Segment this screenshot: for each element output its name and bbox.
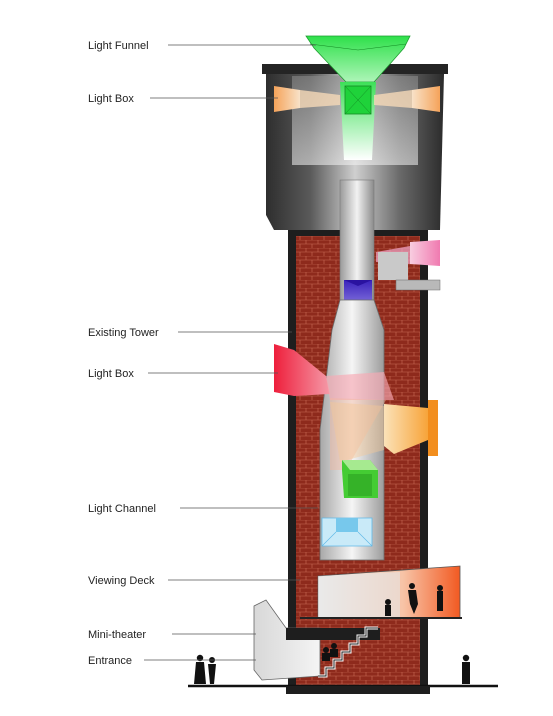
label-existing-tower: Existing Tower [88, 327, 159, 339]
light-box-top-left [274, 86, 340, 112]
light-box-yellow [330, 400, 438, 462]
label-mini-theater: Mini-theater [88, 629, 146, 641]
light-box-pink [376, 240, 441, 291]
light-box-red [274, 344, 394, 470]
leader-lines [144, 44, 318, 661]
light-funnel [305, 35, 411, 160]
label-light-box-top: Light Box [88, 93, 134, 105]
blue-light-cube [321, 517, 373, 547]
light-box-top-right [374, 86, 440, 112]
mini-theater [253, 599, 380, 681]
label-viewing-deck: Viewing Deck [88, 575, 155, 587]
label-light-box-mid: Light Box [88, 368, 134, 380]
label-light-funnel: Light Funnel [88, 40, 149, 52]
label-entrance: Entrance [88, 655, 132, 667]
viewing-deck [300, 565, 462, 619]
ground-line [188, 684, 498, 694]
label-light-channel: Light Channel [88, 503, 156, 515]
green-light-cube [342, 460, 378, 498]
